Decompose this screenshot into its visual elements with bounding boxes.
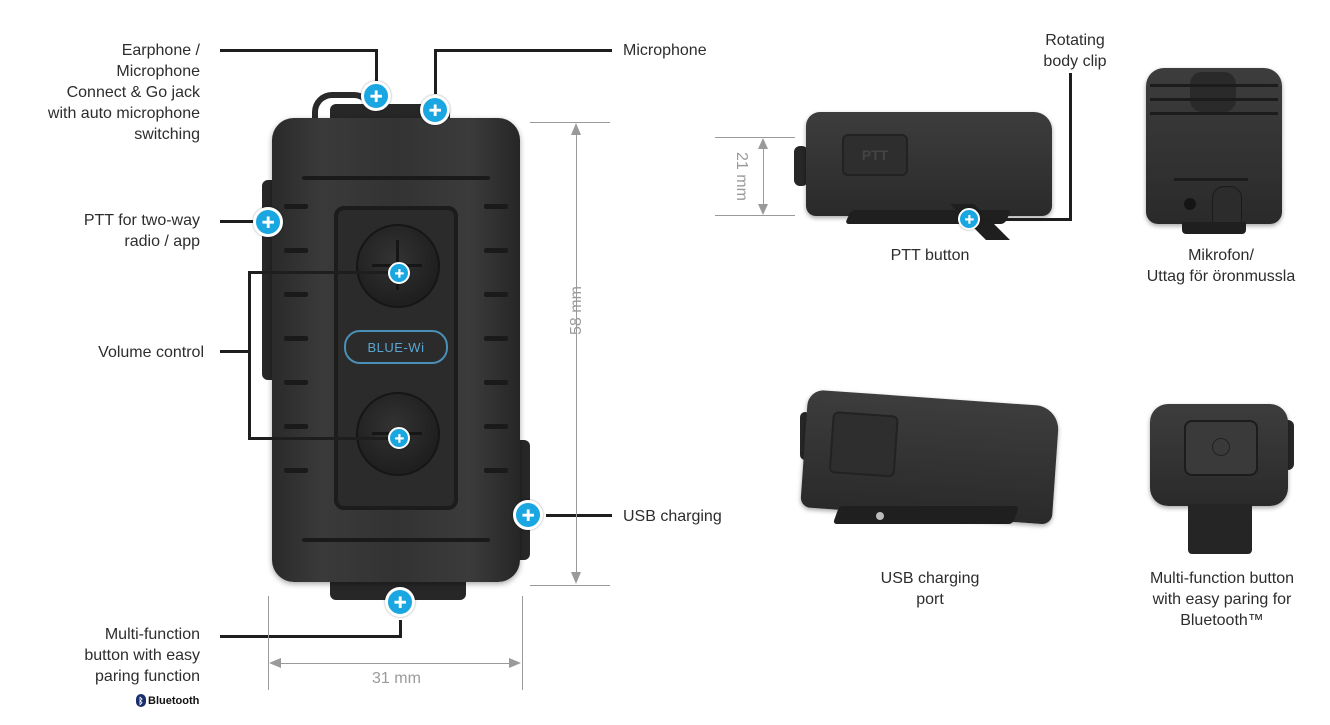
callout-ptt: PTT for two-way radio / app xyxy=(83,212,200,250)
mf-button xyxy=(1184,420,1258,476)
arrow-left-icon xyxy=(269,658,281,668)
plus-icon xyxy=(370,90,382,102)
device-body: BLUE-Wi xyxy=(272,118,520,582)
plus-icon xyxy=(964,214,974,224)
arrow-down-icon xyxy=(571,572,581,584)
control-panel: BLUE-Wi xyxy=(334,206,458,510)
bluetooth-logo: ᛒ Bluetooth xyxy=(136,694,199,707)
bluetooth-icon: ᛒ xyxy=(136,694,146,707)
power-icon xyxy=(1212,438,1230,456)
caption-usb-port: USB charging port xyxy=(880,570,980,608)
hotspot-ptt[interactable] xyxy=(253,207,283,237)
height-dimension: 58 mm xyxy=(568,286,585,335)
arrow-up-icon xyxy=(571,123,581,135)
blue-wi-logo: BLUE-Wi xyxy=(344,330,448,364)
usb-cover xyxy=(828,411,899,478)
plus-icon xyxy=(429,104,441,116)
hotspot-usb[interactable] xyxy=(513,500,543,530)
mic-hole xyxy=(1184,198,1196,210)
callout-microphone: Microphone xyxy=(623,42,707,59)
plus-icon xyxy=(394,596,406,608)
plus-icon xyxy=(394,268,404,278)
caption-mikrofon: Mikrofon/ Uttag för öronmussla xyxy=(1146,247,1296,285)
hotspot-volume-down[interactable] xyxy=(388,427,410,449)
hotspot-earphone-jack[interactable] xyxy=(361,81,391,111)
depth-dimension: 21 mm xyxy=(733,152,750,201)
hotspot-volume-up[interactable] xyxy=(388,262,410,284)
callout-rotating-clip: Rotating body clip xyxy=(1043,32,1107,70)
hotspot-microphone[interactable] xyxy=(420,95,450,125)
hotspot-body-clip[interactable] xyxy=(958,208,980,230)
caption-ptt-button: PTT button xyxy=(890,247,970,264)
hotspot-multifunction[interactable] xyxy=(385,587,415,617)
caption-mf-button: Multi-function button with easy paring f… xyxy=(1149,570,1295,629)
jack-cover xyxy=(1212,186,1242,226)
plus-icon xyxy=(394,433,404,443)
plus-icon xyxy=(262,216,274,228)
callout-earphone-jack: Earphone / Microphone Connect & Go jack … xyxy=(47,42,200,143)
arrow-right-icon xyxy=(509,658,521,668)
plus-icon xyxy=(522,509,534,521)
callout-multifunction: Multi-function button with easy paring f… xyxy=(84,626,200,685)
callout-usb: USB charging xyxy=(623,508,722,525)
width-dimension: 31 mm xyxy=(372,670,421,687)
callout-volume: Volume control xyxy=(98,344,204,361)
